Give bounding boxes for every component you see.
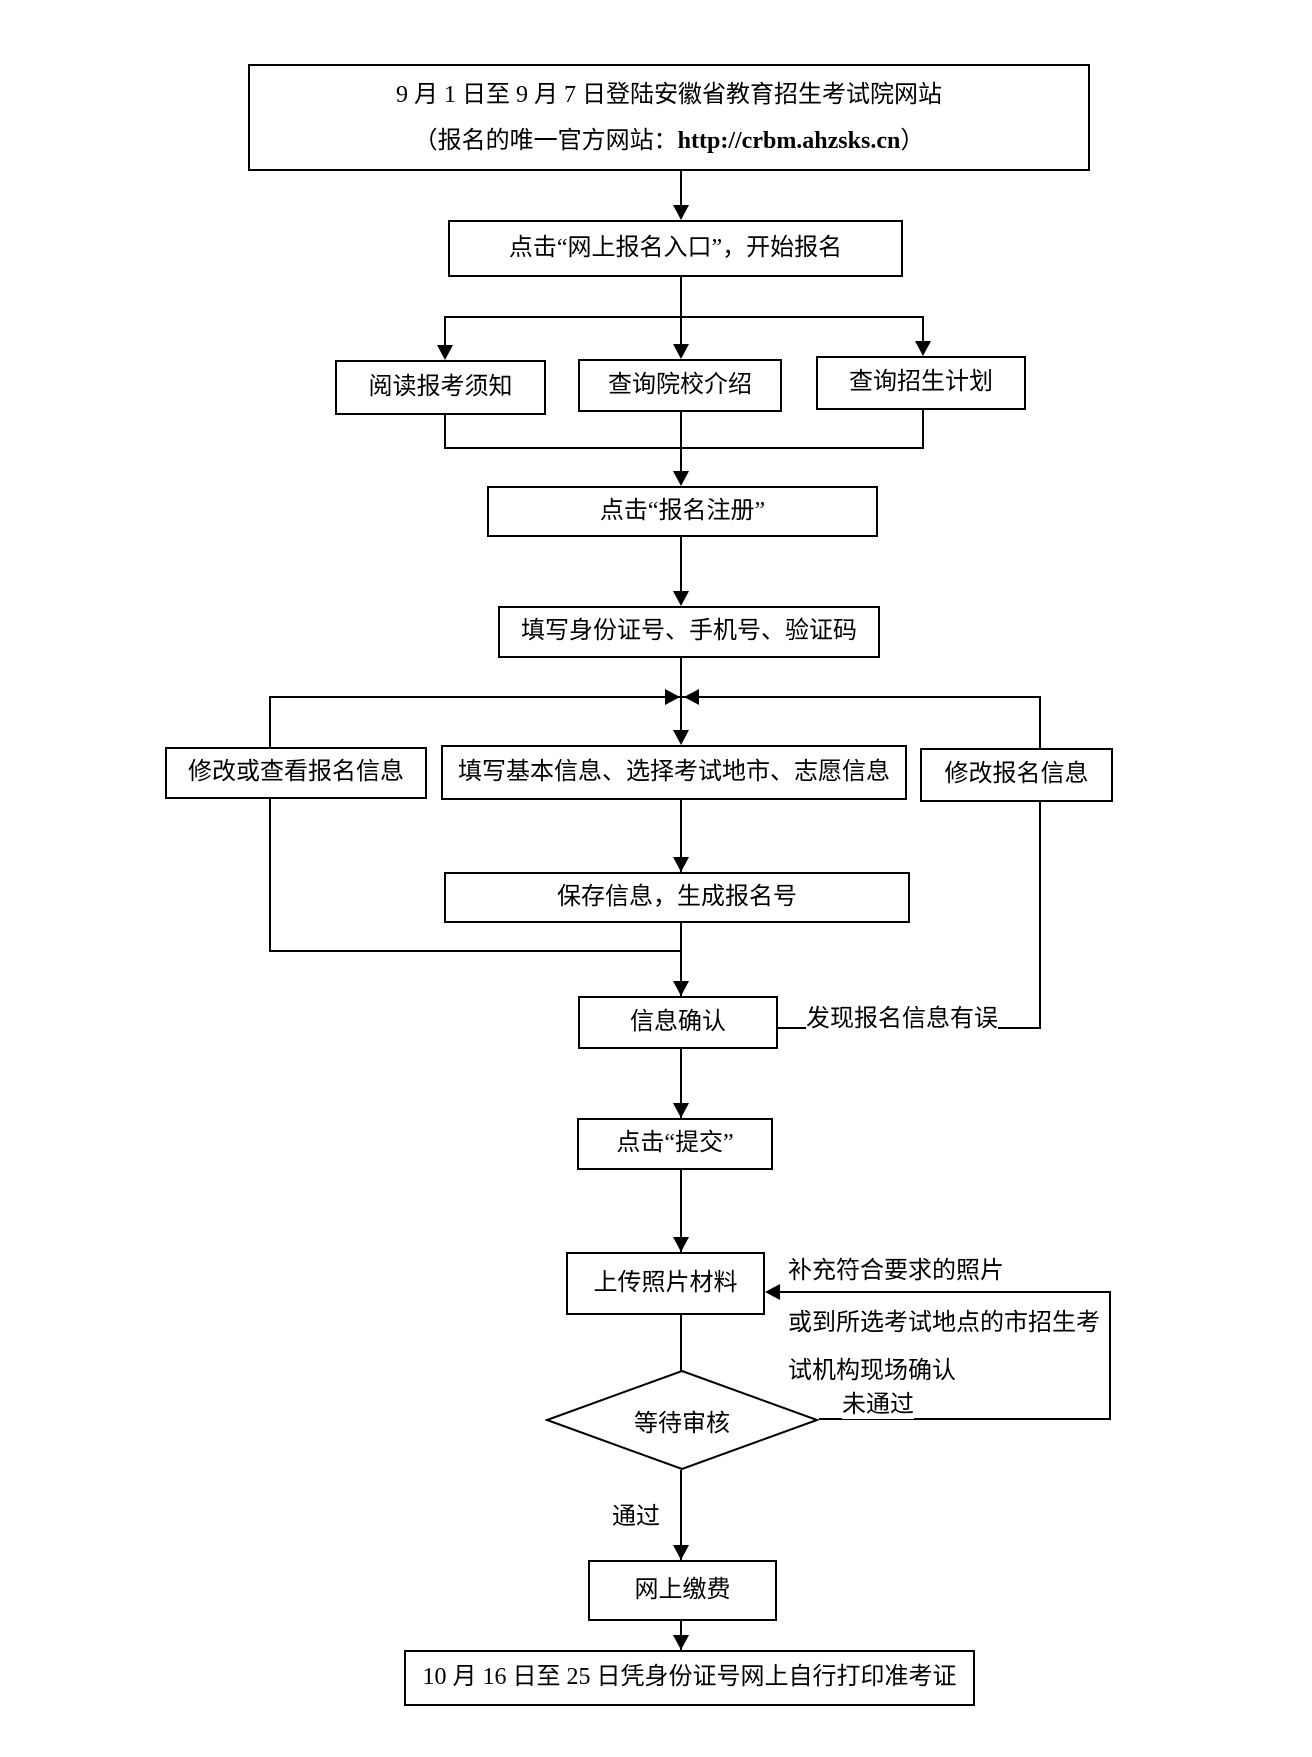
node-pay-online-label: 网上缴费 [634,1576,731,1603]
node-login-website: 9 月 1 日至 9 月 7 日登陆安徽省教育招生考试院网站 （报名的唯一官方网… [248,64,1090,171]
arrowhead-down-submit [673,1103,689,1118]
node-read-notice-label: 阅读报考须知 [368,373,513,400]
node-wait-review-label: 等待审核 [634,1410,730,1437]
connector-review-pay [680,1470,682,1560]
node-pay-online: 网上缴费 [588,1560,777,1621]
connector-merge-register [680,447,682,472]
label-supplement-line1: 补充符合要求的照片 [788,1250,1004,1285]
connector-notpassed-up [1109,1291,1111,1420]
node-upload-photo: 上传照片材料 [566,1252,765,1315]
node-click-register: 点击“报名注册” [487,486,878,537]
node-login-website-line1: 9 月 1 日至 9 月 7 日登陆安徽省教育招生考试院网站 [396,81,942,108]
left-loop-bottom-line [269,950,682,952]
connector-modifyview-down [269,799,271,952]
connector-fillid-fillbasic [680,658,682,731]
node-login-website-line2: （报名的唯一官方网站：http://crbm.ahzsks.cn） [414,118,925,164]
connector-drop-plan [922,316,924,342]
node-confirm-info-label: 信息确认 [630,1008,726,1035]
arrowhead-down-plan [915,341,931,356]
node-print-ticket: 10 月 16 日至 25 日凭身份证号网上自行打印准考证 [404,1650,975,1706]
node-read-notice: 阅读报考须知 [335,360,546,415]
supplement-line [779,1291,1111,1293]
node-query-college-label: 查询院校介绍 [608,371,752,398]
connector-junction-modifyinfo [1039,696,1041,748]
node-save-info: 保存信息，生成报名号 [444,872,910,923]
node-click-register-label: 点击“报名注册” [599,497,766,524]
connector-saveinfo-confirm [680,923,682,997]
label-passed: 通过 [612,1496,660,1531]
node-modify-info-label: 修改报名信息 [944,761,1089,788]
arrowhead-down-register [673,471,689,486]
node-query-plan-label: 查询招生计划 [849,369,993,396]
arrowhead-down-upload [673,1237,689,1252]
arrowhead-down-fillid [673,591,689,606]
connector-register-fillid [680,537,682,592]
connector-entry-dist [680,277,682,318]
connector-modifyinfo-error [1039,802,1041,1029]
arrowhead-down-fillbasic [673,730,689,745]
connector-fillbasic-saveinfo [680,800,682,872]
arrowhead-left-upload [765,1284,780,1300]
label-supplement-line2: 或到所选考试地点的市招生考 [788,1302,1100,1337]
connector-drop-college [680,316,682,345]
arrowhead-down-entry [673,205,689,220]
arrowhead-down-notice [437,345,453,360]
decision-diamond-shape [545,1370,819,1470]
node-print-ticket-label: 10 月 16 日至 25 日凭身份证号网上自行打印准考证 [422,1664,957,1691]
official-site-prefix: （报名的唯一官方网站： [413,127,678,154]
official-site-url: http://crbm.ahzsks.cn [677,127,901,154]
node-query-plan: 查询招生计划 [816,356,1026,410]
connector-upload-review [680,1315,682,1371]
connector-notice-merge [444,415,446,449]
distribution-line [444,316,924,318]
merge-line [444,447,924,449]
arrowhead-left-junction [684,689,699,705]
node-upload-photo-label: 上传照片材料 [593,1269,738,1296]
node-wait-review: 等待审核 [545,1370,819,1470]
node-fill-basic: 填写基本信息、选择考试地市、志愿信息 [441,745,907,800]
node-click-entry-label: 点击“网上报名入口”，开始报名 [508,234,843,261]
node-modify-view-label: 修改或查看报名信息 [188,759,404,786]
node-click-entry: 点击“网上报名入口”，开始报名 [448,220,903,277]
label-found-error: 发现报名信息有误 [806,998,998,1033]
node-click-submit: 点击“提交” [577,1118,773,1170]
node-fill-id-label: 填写身份证号、手机号、验证码 [521,618,857,645]
arrowhead-down-saveinfo [673,857,689,872]
node-query-college: 查询院校介绍 [578,359,782,412]
arrowhead-down-pay [673,1545,689,1560]
junction-line [269,696,1041,698]
official-site-suffix: ） [900,127,925,154]
arrowhead-down-confirm [673,981,689,996]
node-modify-view: 修改或查看报名信息 [165,747,427,799]
arrowhead-down-print [673,1635,689,1650]
connector-start-entry [680,171,682,206]
connector-college-merge [680,412,682,449]
label-not-passed: 未通过 [842,1384,914,1419]
connector-plan-merge [922,410,924,449]
node-confirm-info: 信息确认 [578,996,778,1049]
connector-submit-upload [680,1170,682,1252]
connector-confirm-submit [680,1049,682,1118]
node-modify-info: 修改报名信息 [920,748,1113,802]
not-passed-line [819,1418,1111,1420]
node-save-info-label: 保存信息，生成报名号 [557,883,797,910]
arrowhead-down-college [673,344,689,359]
node-click-submit-label: 点击“提交” [616,1130,734,1157]
node-fill-basic-label: 填写基本信息、选择考试地市、志愿信息 [458,758,890,785]
arrowhead-right-junction [665,689,680,705]
connector-junction-modifyview [269,696,271,747]
connector-drop-notice [444,316,446,346]
node-fill-id: 填写身份证号、手机号、验证码 [498,606,880,658]
label-supplement-line3: 试机构现场确认 [788,1350,956,1385]
